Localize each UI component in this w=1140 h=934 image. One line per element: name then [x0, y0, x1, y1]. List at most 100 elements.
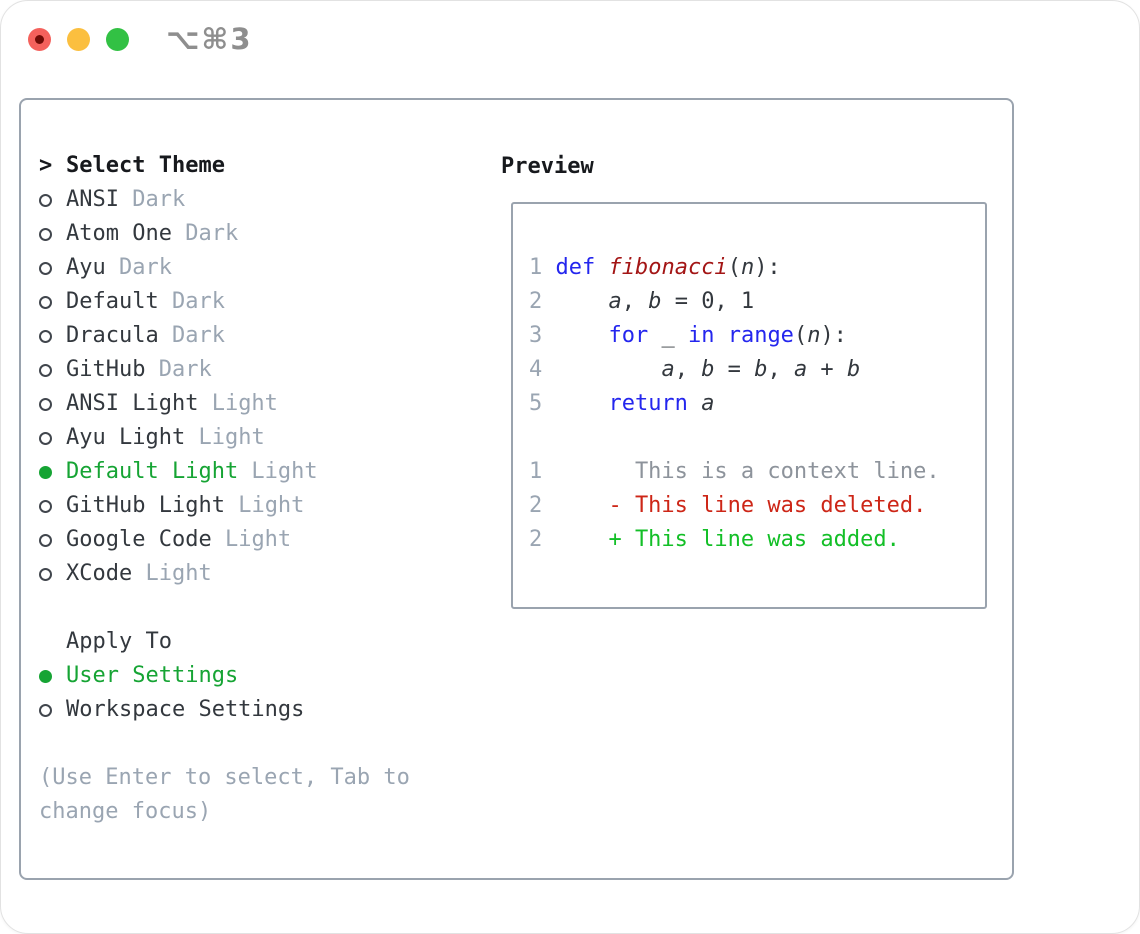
line-number: 4	[529, 357, 543, 382]
theme-variant: Dark	[158, 289, 225, 314]
theme-name: ANSI Light	[66, 391, 199, 416]
theme-name: ANSI	[66, 187, 119, 212]
theme-name: Ayu	[66, 255, 106, 280]
token	[595, 255, 608, 280]
radio-slot	[39, 465, 66, 479]
apply-option-workspace-settings[interactable]: Workspace Settings	[39, 693, 483, 727]
radio-selected-icon	[39, 465, 52, 479]
theme-variant: Light	[211, 527, 292, 552]
radio-icon	[39, 363, 52, 377]
token: (	[727, 255, 741, 280]
code-line: 3 for _ in range(n):	[529, 319, 940, 353]
zoom-button[interactable]	[106, 27, 129, 51]
radio-slot	[39, 669, 66, 683]
radio-slot	[39, 193, 66, 207]
line-number: 3	[529, 323, 543, 348]
theme-option-label: XCode Light	[66, 557, 212, 591]
theme-name: Atom One	[66, 221, 172, 246]
radio-icon	[39, 329, 52, 343]
theme-option-github-light[interactable]: GitHub Light Light	[39, 489, 483, 523]
theme-option-default-light[interactable]: Default Light Light	[39, 455, 483, 489]
titlebar	[28, 27, 129, 51]
token: =	[714, 357, 755, 382]
theme-option-github[interactable]: GitHub Dark	[39, 353, 483, 387]
radio-icon	[39, 499, 52, 513]
token: b	[754, 357, 768, 382]
theme-variant: Light	[238, 459, 318, 484]
token: ,	[621, 289, 649, 314]
radio-icon	[39, 227, 52, 241]
theme-variant: Dark	[118, 187, 186, 212]
code-line: 2 a, b = 0, 1	[529, 285, 940, 319]
token: in	[687, 323, 715, 348]
line-number: 2	[529, 493, 543, 518]
apply-option-label: User Settings	[66, 659, 238, 693]
token: This is a context line.	[555, 459, 940, 484]
theme-option-default[interactable]: Default Dark	[39, 285, 483, 319]
token: = 0, 1	[661, 289, 755, 314]
apply-option-label: Workspace Settings	[66, 693, 304, 727]
apply-option-text: User Settings	[66, 663, 239, 688]
theme-name: Ayu Light	[66, 425, 186, 450]
token: (	[793, 323, 808, 348]
token: range	[727, 323, 794, 348]
apply-option-user-settings[interactable]: User Settings	[39, 659, 483, 693]
theme-variant: Dark	[158, 323, 225, 348]
theme-option-label: Atom One Dark	[66, 217, 238, 251]
radio-selected-icon	[39, 669, 52, 683]
theme-option-label: ANSI Light Light	[66, 387, 278, 421]
close-button[interactable]	[28, 27, 51, 51]
line-number: 1	[529, 459, 543, 484]
token	[714, 323, 727, 348]
token: + This line was added.	[555, 527, 900, 552]
radio-slot	[39, 397, 66, 411]
radio-icon	[39, 261, 52, 275]
theme-option-label: Default Light Light	[66, 455, 318, 489]
token: - This line was deleted.	[555, 493, 927, 518]
theme-variant: Dark	[171, 221, 239, 246]
prompt-icon: >	[39, 153, 53, 178]
theme-variant: Dark	[145, 357, 212, 382]
token: return	[608, 391, 688, 416]
theme-option-dracula[interactable]: Dracula Dark	[39, 319, 483, 353]
theme-option-ayu[interactable]: Ayu Dark	[39, 251, 483, 285]
radio-slot	[39, 329, 66, 343]
apply-to-title: Apply To	[66, 629, 172, 654]
theme-option-label: Default Dark	[66, 285, 225, 319]
token: def	[555, 255, 596, 280]
theme-option-ansi[interactable]: ANSI Dark	[39, 183, 483, 217]
token	[555, 357, 661, 382]
theme-option-ayu-light[interactable]: Ayu Light Light	[39, 421, 483, 455]
code-line: 4 a, b = b, a + b	[529, 353, 940, 387]
theme-option-ansi-light[interactable]: ANSI Light Light	[39, 387, 483, 421]
token: b	[846, 357, 861, 382]
radio-icon	[39, 193, 52, 207]
minimize-button[interactable]	[67, 27, 90, 51]
spacer	[39, 591, 483, 625]
token: fibonacci	[608, 255, 728, 280]
token: a	[661, 357, 675, 382]
token	[688, 391, 701, 416]
theme-option-xcode[interactable]: XCode Light	[39, 557, 483, 591]
line-number: 2	[529, 289, 543, 314]
theme-name: Default Light	[66, 459, 239, 484]
token: _	[648, 323, 688, 348]
theme-option-google-code[interactable]: Google Code Light	[39, 523, 483, 557]
preview-title: Preview	[501, 153, 594, 179]
radio-slot	[39, 431, 66, 445]
theme-name: GitHub Light	[66, 493, 225, 518]
token: b	[648, 289, 662, 314]
window-title-shortcut: ⌥⌘3	[166, 22, 253, 56]
token: +	[807, 357, 847, 382]
theme-name: GitHub	[66, 357, 146, 382]
radio-slot	[39, 533, 66, 547]
theme-variant: Light	[224, 493, 305, 518]
token: for	[608, 323, 649, 348]
radio-icon	[39, 567, 52, 581]
token: n	[740, 255, 755, 280]
theme-option-atom-one[interactable]: Atom One Dark	[39, 217, 483, 251]
